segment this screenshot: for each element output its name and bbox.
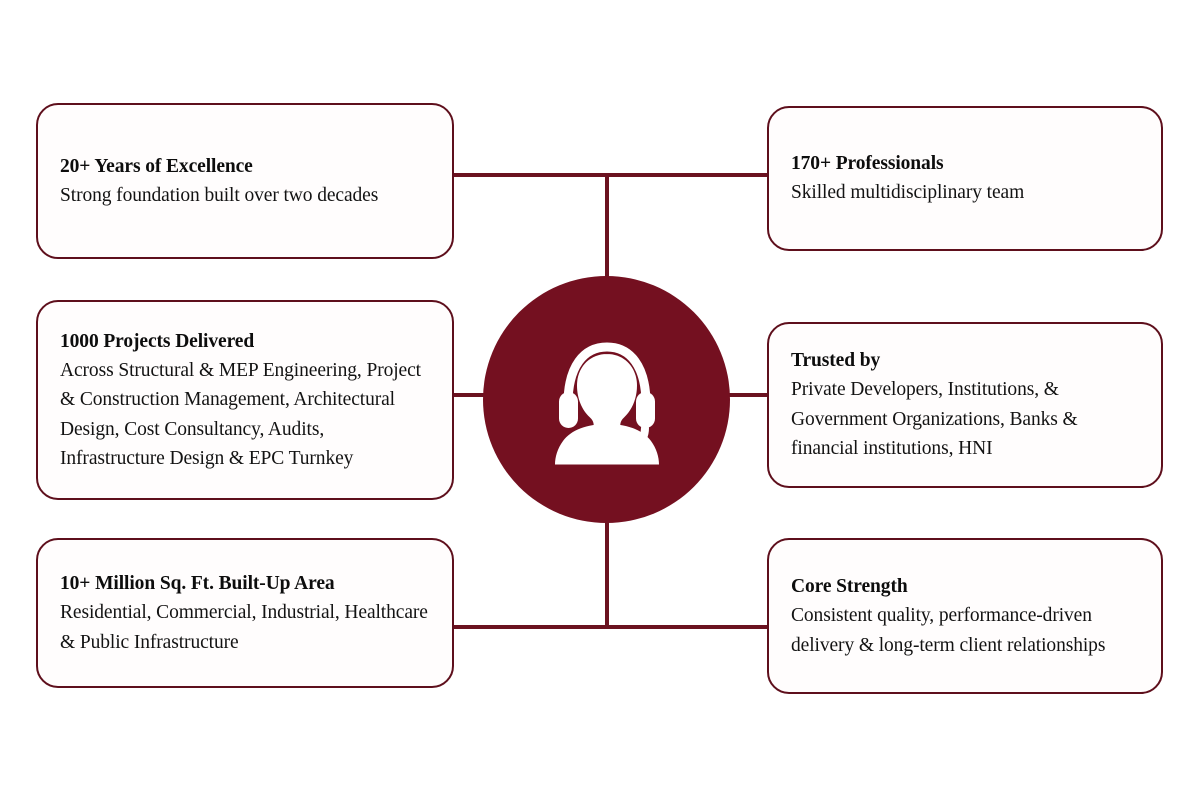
connector-middle-right	[712, 393, 769, 397]
card-years-of-excellence[interactable]: 20+ Years of Excellence Strong foundatio…	[36, 103, 454, 259]
card-body: Across Structural & MEP Engineering, Pro…	[60, 359, 421, 470]
card-title: Trusted by	[791, 350, 881, 372]
headset-support-agent-icon	[527, 320, 687, 480]
connector-bottom-vertical	[605, 510, 609, 627]
card-title: 10+ Million Sq. Ft. Built-Up Area	[60, 573, 335, 594]
connector-top-vertical	[605, 173, 609, 288]
card-title: 20+ Years of Excellence	[60, 155, 253, 177]
card-professionals[interactable]: 170+ Professionals Skilled multidiscipli…	[767, 106, 1163, 251]
connector-top-horizontal	[452, 173, 769, 177]
center-hub	[483, 276, 730, 523]
card-body: Skilled multidisciplinary team	[791, 182, 1025, 204]
card-body: Residential, Commercial, Industrial, Hea…	[60, 602, 428, 653]
card-title: 170+ Professionals	[791, 153, 944, 175]
card-core-strength[interactable]: Core Strength Consistent quality, perfor…	[767, 538, 1163, 694]
card-title: 1000 Projects Delivered	[60, 330, 255, 352]
connector-middle-left	[452, 393, 502, 397]
card-body: Strong foundation built over two decades	[60, 184, 379, 206]
card-title: Core Strength	[791, 576, 908, 597]
card-trusted-by[interactable]: Trusted by Private Developers, Instituti…	[767, 322, 1163, 488]
card-built-up-area[interactable]: 10+ Million Sq. Ft. Built-Up Area Reside…	[36, 538, 454, 688]
card-body: Private Developers, Institutions, & Gove…	[791, 379, 1078, 460]
connector-bottom-horizontal	[452, 625, 769, 629]
card-projects-delivered[interactable]: 1000 Projects Delivered Across Structura…	[36, 300, 454, 500]
card-body: Consistent quality, performance-driven d…	[791, 605, 1106, 656]
